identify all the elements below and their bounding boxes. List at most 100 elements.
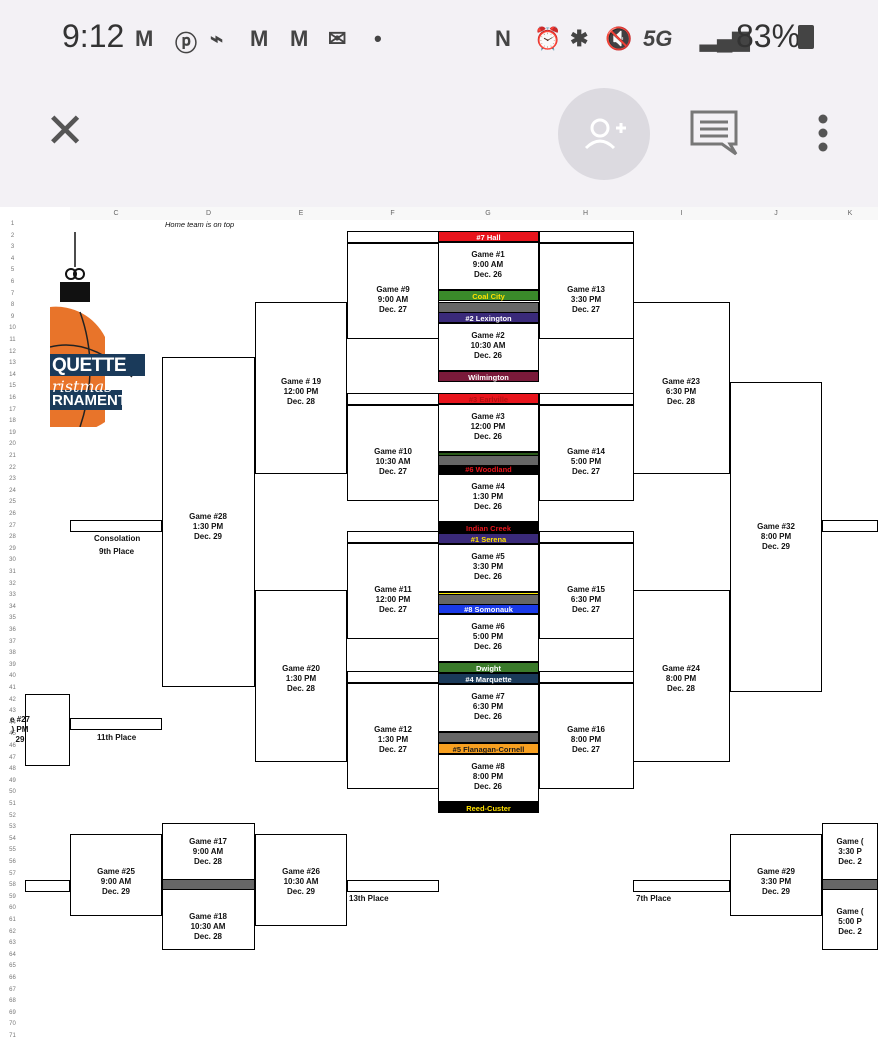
- row-number[interactable]: 14: [9, 371, 16, 378]
- row-number[interactable]: 60: [9, 905, 16, 912]
- row-number[interactable]: 8: [10, 302, 15, 309]
- row-number[interactable]: 7: [10, 290, 15, 297]
- row-number[interactable]: 16: [9, 395, 16, 401]
- comment-button[interactable]: [690, 110, 738, 163]
- row-number[interactable]: 4: [10, 255, 15, 262]
- row-number[interactable]: 31: [9, 569, 16, 575]
- row-number[interactable]: 19: [9, 429, 16, 436]
- row-number[interactable]: 37: [9, 638, 16, 645]
- row-number[interactable]: 71: [9, 1033, 16, 1039]
- row-number[interactable]: 23: [9, 476, 16, 483]
- row-number[interactable]: 10: [9, 325, 16, 332]
- team-cell[interactable]: Coal City: [438, 290, 539, 301]
- row-number[interactable]: 52: [9, 812, 16, 819]
- row-number[interactable]: 40: [9, 673, 16, 680]
- row-number[interactable]: 26: [9, 511, 16, 517]
- row-number[interactable]: 57: [9, 870, 16, 877]
- row-number[interactable]: 11: [9, 337, 16, 343]
- row-number[interactable]: 53: [9, 824, 16, 831]
- team-cell[interactable]: #1 Serena: [438, 533, 539, 544]
- row-number[interactable]: 63: [9, 940, 16, 947]
- row-number[interactable]: 55: [9, 847, 16, 854]
- row-number[interactable]: 61: [9, 917, 16, 923]
- team-cell[interactable]: Indian Creek: [438, 522, 539, 533]
- team-cell[interactable]: #5 Flanagan-Cornell: [438, 743, 539, 754]
- row-number[interactable]: 36: [9, 627, 16, 633]
- team-cell[interactable]: #4 Marquette: [438, 673, 539, 684]
- row-number[interactable]: 28: [9, 534, 16, 541]
- more-vert-button[interactable]: [815, 113, 831, 160]
- row-number[interactable]: 44: [9, 719, 16, 726]
- row-number[interactable]: 46: [9, 743, 16, 749]
- team-cell[interactable]: Reed-Custer: [438, 802, 539, 813]
- row-number[interactable]: 54: [9, 835, 16, 842]
- row-number[interactable]: 59: [9, 893, 16, 900]
- row-number[interactable]: 45: [9, 731, 16, 738]
- row-number[interactable]: 17: [9, 406, 16, 413]
- row-number[interactable]: 13: [9, 360, 16, 367]
- row-number[interactable]: 41: [9, 685, 16, 691]
- row-number[interactable]: 58: [9, 882, 16, 889]
- team-cell[interactable]: #2 Lexington: [438, 312, 539, 323]
- row-number[interactable]: 47: [9, 754, 16, 761]
- row-number[interactable]: 29: [9, 545, 16, 552]
- row-number[interactable]: 33: [9, 592, 16, 599]
- row-number[interactable]: 27: [9, 522, 16, 529]
- row-number[interactable]: 18: [9, 418, 16, 425]
- team-cell[interactable]: #7 Hall: [438, 231, 539, 242]
- team-cell[interactable]: Dwight: [438, 662, 539, 673]
- row-number[interactable]: 32: [9, 580, 16, 587]
- row-number[interactable]: 66: [9, 975, 16, 981]
- row-number[interactable]: 38: [9, 650, 16, 657]
- row-number[interactable]: 12: [9, 348, 16, 355]
- row-number[interactable]: 20: [9, 441, 16, 448]
- column-header[interactable]: K: [822, 207, 878, 220]
- team-cell[interactable]: Wilmington: [438, 371, 539, 382]
- row-number[interactable]: 70: [9, 1021, 16, 1028]
- row-number[interactable]: 9: [10, 313, 15, 320]
- row-number[interactable]: 22: [9, 464, 16, 471]
- row-number[interactable]: 43: [9, 708, 16, 715]
- row-number[interactable]: 34: [9, 603, 16, 610]
- row-number[interactable]: 30: [9, 557, 16, 564]
- row-number[interactable]: 42: [9, 696, 16, 703]
- row-number[interactable]: 1: [10, 221, 15, 227]
- row-number[interactable]: 49: [9, 777, 16, 784]
- row-number[interactable]: 51: [9, 801, 16, 807]
- row-number[interactable]: 67: [9, 986, 16, 993]
- row-number[interactable]: 69: [9, 1009, 16, 1016]
- row-number[interactable]: 64: [9, 951, 16, 958]
- row-number[interactable]: 5: [10, 267, 15, 274]
- row-number[interactable]: 6: [10, 279, 15, 285]
- row-number[interactable]: 65: [9, 963, 16, 970]
- row-number[interactable]: 15: [9, 383, 16, 390]
